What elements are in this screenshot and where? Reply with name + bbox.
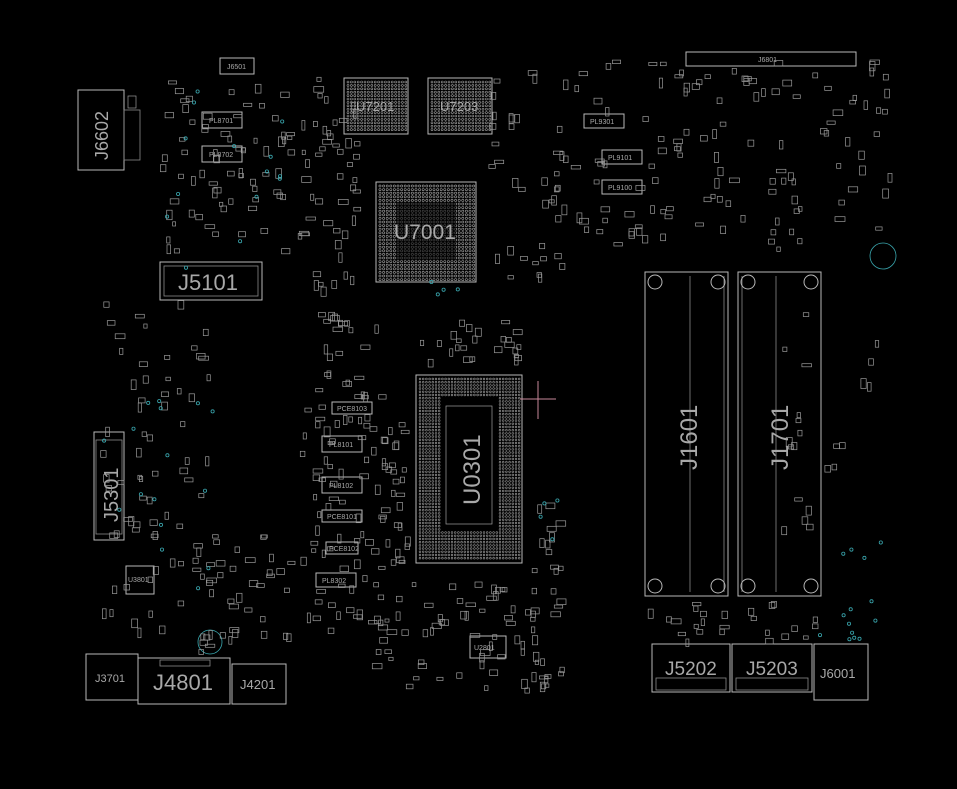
label-J1601: J1601 (676, 405, 703, 470)
mounting-hole-icon (197, 629, 223, 655)
crosshair-cursor-icon (520, 381, 556, 419)
label-U0301: U0301 (459, 434, 486, 505)
label-PL8702: PL8702 (209, 152, 233, 159)
label-PL8102: PL8102 (329, 483, 353, 490)
component-J6801[interactable]: J6801 (685, 51, 857, 67)
component-PL8102[interactable]: PL8102 (321, 476, 363, 494)
label-J6602: J6602 (92, 111, 112, 160)
component-J5203[interactable]: J5203 (731, 643, 813, 693)
component-J5101[interactable]: J5101 (159, 261, 263, 301)
label-PL9301: PL9301 (590, 119, 614, 126)
component-PCE8101[interactable]: PCE8101 (321, 509, 363, 523)
passive-components (100, 59, 893, 694)
label-J4201: J4201 (240, 677, 275, 692)
component-J6602[interactable]: J6602 (77, 89, 141, 171)
label-J4801: J4801 (153, 670, 213, 695)
label-U3801: U3801 (128, 577, 149, 584)
label-PCE8102: PCE8102 (329, 546, 359, 553)
label-PL8302: PL8302 (322, 578, 346, 585)
label-J5202: J5202 (665, 659, 717, 680)
component-PCE8103[interactable]: PCE8103 (331, 401, 373, 415)
label-J3701: J3701 (95, 673, 125, 685)
component-U7201[interactable]: U7201 (343, 77, 409, 135)
vias (102, 89, 883, 642)
label-PCE8103: PCE8103 (337, 406, 367, 413)
component-PL8302[interactable]: PL8302 (315, 572, 357, 588)
label-U7201: U7201 (356, 99, 394, 114)
label-J5301: J5301 (101, 468, 123, 523)
label-PCE8101: PCE8101 (327, 514, 357, 521)
label-J5101: J5101 (178, 270, 238, 295)
label-J6801: J6801 (758, 57, 777, 64)
label-J6501: J6501 (227, 64, 246, 71)
component-J6501[interactable]: J6501 (219, 57, 255, 75)
component-J6001[interactable]: J6001 (813, 643, 869, 701)
label-PL8101: PL8101 (329, 442, 353, 449)
label-PL9100: PL9100 (608, 185, 632, 192)
label-U2801: U2801 (474, 645, 495, 652)
component-U2801[interactable]: U2801 (469, 635, 507, 659)
component-J3701[interactable]: J3701 (85, 653, 139, 701)
label-U7001: U7001 (394, 221, 456, 244)
component-J1701[interactable]: J1701 (737, 271, 822, 597)
component-J5301[interactable]: J5301 (93, 431, 125, 541)
component-U3801[interactable]: U3801 (125, 565, 155, 595)
component-PL8701[interactable]: PL8701 (201, 111, 243, 129)
component-J5202[interactable]: J5202 (651, 643, 731, 693)
label-J6001: J6001 (820, 666, 855, 681)
component-PL8101[interactable]: PL8101 (321, 435, 363, 453)
component-U0301[interactable]: U0301 (415, 374, 523, 564)
mounting-hole-icon (869, 242, 897, 270)
component-U7203[interactable]: U7203 (427, 77, 493, 135)
label-J5203: J5203 (746, 659, 798, 680)
component-J4801[interactable]: J4801 (137, 657, 231, 705)
label-PL9101: PL9101 (608, 155, 632, 162)
component-PL8702[interactable]: PL8702 (201, 145, 243, 163)
component-PL9101[interactable]: PL9101 (601, 149, 643, 165)
component-PL9100[interactable]: PL9100 (601, 179, 643, 195)
component-J1601[interactable]: J1601 (644, 271, 729, 597)
label-PL8701: PL8701 (209, 118, 233, 125)
component-J4201[interactable]: J4201 (231, 663, 287, 705)
label-U7203: U7203 (440, 99, 478, 114)
component-PCE8102[interactable]: PCE8102 (325, 541, 359, 555)
component-PL9301[interactable]: PL9301 (583, 113, 625, 129)
component-U7001[interactable]: U7001 (375, 181, 477, 283)
